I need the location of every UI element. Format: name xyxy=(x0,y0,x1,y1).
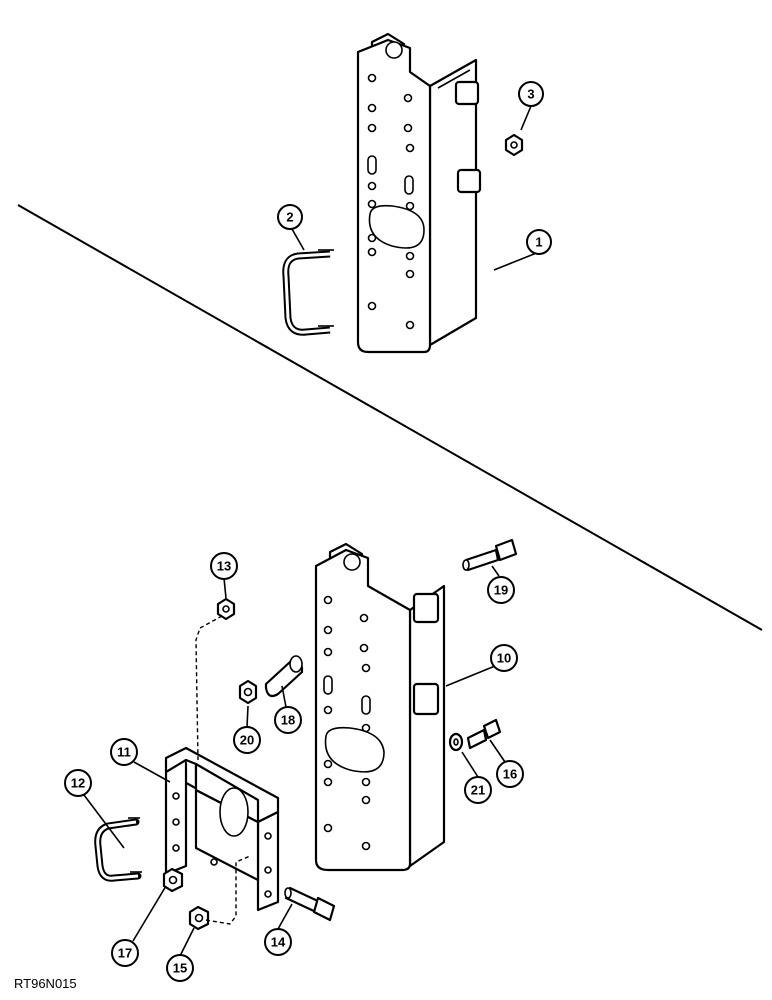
svg-text:15: 15 xyxy=(173,961,187,976)
svg-text:2: 2 xyxy=(286,210,293,225)
bushing-18 xyxy=(264,655,304,698)
svg-text:3: 3 xyxy=(527,87,534,102)
bolt-19 xyxy=(462,538,518,572)
assembly-line-13 xyxy=(195,615,223,761)
u-bolt-2 xyxy=(282,249,334,336)
callout-15: 15 xyxy=(166,954,194,982)
callout-14: 14 xyxy=(264,928,292,956)
callout-10: 10 xyxy=(490,644,518,672)
svg-text:16: 16 xyxy=(503,767,517,782)
bolt-16 xyxy=(466,718,502,750)
callout-17: 17 xyxy=(111,939,139,967)
bolt-14 xyxy=(284,886,336,922)
callout-16: 16 xyxy=(496,760,524,788)
nut-20 xyxy=(238,679,258,705)
callout-2: 2 xyxy=(277,204,303,230)
leader-lines xyxy=(83,105,540,957)
nut-3 xyxy=(504,133,524,157)
svg-text:21: 21 xyxy=(471,783,485,798)
callout-11: 11 xyxy=(110,738,138,766)
mounting-channel-11 xyxy=(164,746,280,912)
callout-18: 18 xyxy=(274,706,302,734)
callout-3: 3 xyxy=(518,81,544,107)
separator-line xyxy=(17,204,763,631)
callout-13: 13 xyxy=(210,552,238,580)
svg-text:12: 12 xyxy=(71,776,85,791)
u-bolt-12 xyxy=(94,817,142,882)
nut-15 xyxy=(188,905,210,931)
svg-text:18: 18 xyxy=(281,713,295,728)
upper-channel-bracket xyxy=(356,32,482,354)
nut-13 xyxy=(216,597,236,621)
nut-17 xyxy=(162,867,184,893)
svg-text:20: 20 xyxy=(240,733,254,748)
svg-text:17: 17 xyxy=(118,946,132,961)
svg-text:10: 10 xyxy=(497,651,511,666)
callout-19: 19 xyxy=(487,576,515,604)
callout-12: 12 xyxy=(64,769,92,797)
svg-text:13: 13 xyxy=(217,559,231,574)
assembly-line-15 xyxy=(205,855,251,925)
callout-1: 1 xyxy=(526,229,552,255)
callout-20: 20 xyxy=(233,726,261,754)
figure-reference-code: RT96N015 xyxy=(14,976,77,991)
svg-text:11: 11 xyxy=(117,745,131,760)
lower-channel-bracket xyxy=(314,542,446,872)
washer-21 xyxy=(448,732,464,752)
svg-text:1: 1 xyxy=(535,235,542,250)
svg-text:19: 19 xyxy=(494,583,508,598)
svg-text:14: 14 xyxy=(271,935,286,950)
callout-21: 21 xyxy=(464,776,492,804)
